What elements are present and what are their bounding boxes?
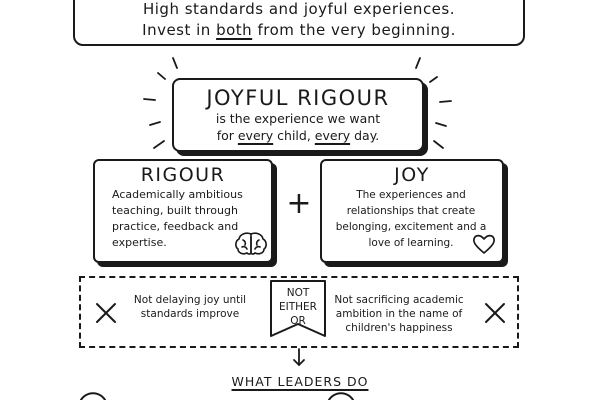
left-note: Not delaying joy until standards improve bbox=[133, 294, 247, 320]
rigour-title: RIGOUR bbox=[140, 164, 226, 186]
rigour-card bbox=[93, 159, 273, 263]
top-banner bbox=[73, 0, 525, 46]
joyful-rigour-line-2: for every child, every day. bbox=[216, 128, 380, 143]
not-either-or-banner bbox=[270, 280, 326, 337]
top-banner-line-1: High standards and joyful experiences. bbox=[142, 0, 455, 18]
top-banner-line-2: Invest in both from the very beginning. bbox=[142, 21, 456, 39]
emphasis-both: both bbox=[216, 21, 253, 39]
heart-icon bbox=[473, 234, 495, 254]
not-either-or-panel bbox=[79, 276, 519, 348]
down-arrow-icon bbox=[293, 348, 305, 366]
joyful-rigour-card bbox=[172, 78, 424, 152]
joy-description: The experiences and relationships that c… bbox=[335, 189, 487, 249]
banner-or: OR bbox=[290, 315, 306, 327]
emphasis-every: every bbox=[314, 128, 351, 143]
rigour-description: Academically ambitious teaching, built t… bbox=[112, 188, 243, 249]
brain-icon bbox=[235, 232, 267, 255]
emphasis-every: every bbox=[237, 128, 274, 143]
plus-symbol: + bbox=[286, 186, 312, 221]
banner-not: NOT bbox=[286, 287, 310, 299]
right-note: Not sacrificing academic ambition in the… bbox=[334, 294, 464, 334]
joyful-rigour-line-1: is the experience we want bbox=[215, 111, 381, 126]
joyful-rigour-title: JOYFUL RIGOUR bbox=[206, 86, 390, 110]
x-cross-icon bbox=[96, 303, 116, 323]
x-cross-icon bbox=[485, 303, 505, 323]
banner-either: EITHER bbox=[279, 301, 317, 313]
joy-card bbox=[320, 159, 504, 263]
joy-title: JOY bbox=[394, 164, 430, 186]
what-leaders-do-heading: WHAT LEADERS DO bbox=[231, 374, 369, 389]
